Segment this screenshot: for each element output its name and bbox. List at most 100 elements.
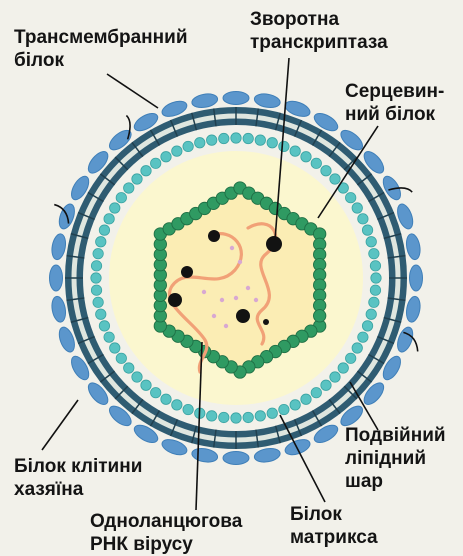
matrix-bead — [150, 387, 160, 397]
matrix-bead — [116, 192, 126, 202]
matrix-bead — [172, 400, 182, 410]
enzyme-dot — [236, 309, 250, 323]
matrix-bead — [161, 152, 171, 162]
enzyme-dot — [181, 266, 193, 278]
spike-protein — [223, 452, 249, 465]
matrix-bead — [330, 174, 340, 184]
rna-dot — [224, 324, 228, 328]
rna-dot — [202, 290, 206, 294]
rna-dot — [246, 286, 250, 290]
matrix-bead — [110, 203, 120, 213]
matrix-bead — [124, 183, 134, 193]
matrix-bead — [358, 214, 368, 224]
matrix-bead — [255, 411, 265, 421]
matrix-bead — [91, 261, 101, 271]
matrix-bead — [290, 400, 300, 410]
matrix-bead — [301, 394, 311, 404]
core-protein-bead — [313, 310, 325, 322]
rna-dot — [234, 296, 238, 300]
matrix-bead — [132, 372, 142, 382]
matrix-bead — [267, 408, 277, 418]
label-host-cell-protein: Білок клітини хазяїна — [14, 455, 142, 501]
matrix-bead — [116, 353, 126, 363]
matrix-bead — [330, 372, 340, 382]
label-matrix-protein: Білок матрикса — [290, 503, 378, 549]
matrix-bead — [369, 248, 379, 258]
matrix-bead — [91, 285, 101, 295]
spike-protein — [50, 233, 67, 261]
label-core-protein: Серцевин- ний білок — [345, 80, 444, 126]
spike-protein — [191, 92, 219, 109]
label-reverse-transcriptase: Зворотна транскриптаза — [250, 8, 388, 54]
matrix-bead — [161, 394, 171, 404]
label-transmembrane-protein: Трансмембранний білок — [14, 26, 188, 72]
enzyme-dot — [263, 319, 269, 325]
matrix-bead — [243, 133, 253, 143]
spike-protein — [50, 265, 63, 291]
enzyme-dot — [168, 293, 182, 307]
matrix-bead — [370, 285, 380, 295]
matrix-bead — [183, 141, 193, 151]
enzyme-dot — [208, 230, 220, 242]
matrix-bead — [104, 214, 114, 224]
spike-protein — [253, 92, 281, 109]
matrix-bead — [99, 321, 109, 331]
matrix-bead — [91, 273, 101, 283]
matrix-bead — [93, 248, 103, 258]
spike-protein — [410, 265, 423, 291]
enzyme-dot — [266, 236, 282, 252]
rna-dot — [230, 246, 234, 250]
matrix-bead — [206, 135, 216, 145]
matrix-bead — [338, 363, 348, 373]
spike-protein — [405, 295, 422, 323]
leader-transmembrane — [107, 74, 158, 108]
matrix-bead — [311, 158, 321, 168]
matrix-bead — [124, 363, 134, 373]
matrix-bead — [132, 174, 142, 184]
matrix-bead — [231, 133, 241, 143]
matrix-bead — [96, 309, 106, 319]
rna-dot — [238, 260, 242, 264]
spike-protein — [405, 233, 422, 261]
matrix-bead — [99, 225, 109, 235]
matrix-bead — [352, 343, 362, 353]
matrix-bead — [371, 273, 381, 283]
matrix-bead — [366, 237, 376, 247]
matrix-bead — [345, 353, 355, 363]
label-rna: Одноланцюгова РНК вірусу — [90, 510, 242, 556]
matrix-bead — [206, 411, 216, 421]
rna-dot — [212, 314, 216, 318]
spike-protein — [191, 447, 219, 464]
spike-protein — [223, 92, 249, 105]
matrix-bead — [172, 146, 182, 156]
spike-protein — [50, 295, 67, 323]
matrix-bead — [110, 343, 120, 353]
matrix-bead — [358, 332, 368, 342]
spike-protein — [253, 447, 281, 464]
matrix-bead — [183, 404, 193, 414]
matrix-bead — [219, 412, 229, 422]
matrix-bead — [267, 138, 277, 148]
matrix-bead — [352, 203, 362, 213]
matrix-bead — [231, 413, 241, 423]
leader-host-protein — [42, 400, 78, 450]
matrix-bead — [311, 387, 321, 397]
matrix-bead — [96, 237, 106, 247]
matrix-bead — [255, 135, 265, 145]
rna-dot — [254, 298, 258, 302]
matrix-bead — [370, 261, 380, 271]
matrix-bead — [141, 166, 151, 176]
matrix-bead — [243, 412, 253, 422]
matrix-bead — [104, 332, 114, 342]
rna-dot — [220, 298, 224, 302]
matrix-bead — [93, 297, 103, 307]
matrix-bead — [362, 321, 372, 331]
matrix-bead — [219, 133, 229, 143]
label-lipid-bilayer: Подвійний ліпідний шар — [345, 424, 446, 493]
matrix-bead — [366, 309, 376, 319]
matrix-bead — [321, 166, 331, 176]
matrix-bead — [369, 297, 379, 307]
matrix-bead — [279, 141, 289, 151]
matrix-bead — [301, 152, 311, 162]
